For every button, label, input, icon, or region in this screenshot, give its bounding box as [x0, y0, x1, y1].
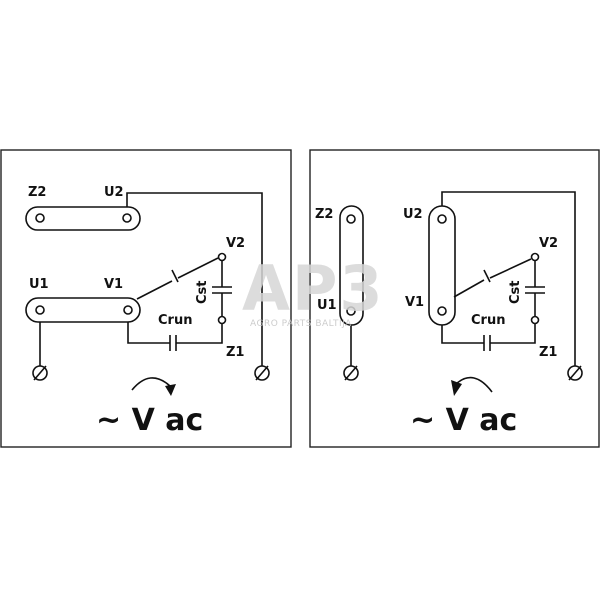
- right-wire-v1-crun: [441, 325, 484, 344]
- left-link-z2-u2: [25, 206, 141, 231]
- right-wire-crun-z1: [490, 324, 536, 344]
- right-supply-label: ~ V ac: [410, 403, 517, 438]
- left-ground-icon-2: [254, 365, 270, 381]
- right-label-v1: V1: [405, 295, 424, 310]
- right-switch-blade: [453, 279, 485, 298]
- left-ground-icon-1-slash: [33, 365, 47, 381]
- left-switch-contact: [171, 269, 179, 283]
- left-terminal-z1: [217, 315, 227, 325]
- right-label-z2: Z2: [315, 207, 333, 222]
- left-ground-icon-1: [32, 365, 48, 381]
- left-label-v2: V2: [226, 236, 245, 251]
- right-ground-icon-1: [343, 365, 359, 381]
- right-ground-icon-1-slash: [344, 365, 358, 381]
- left-label-v1: V1: [104, 277, 123, 292]
- left-label-z1: Z1: [226, 345, 244, 360]
- left-label-u1: U1: [29, 277, 49, 292]
- right-label-z1: Z1: [539, 345, 557, 360]
- right-terminal-z2: [346, 214, 356, 224]
- left-rotation-arrow-icon: [131, 377, 171, 391]
- left-label-z2: Z2: [28, 185, 46, 200]
- left-label-cst: Cst: [195, 281, 210, 305]
- left-terminal-v2: [217, 252, 227, 262]
- left-link-u1-v1: [25, 297, 141, 323]
- right-rotation-arrowhead-icon: [451, 380, 462, 396]
- left-terminal-z2: [35, 213, 45, 223]
- right-wire-u2-ground: [441, 191, 576, 366]
- left-terminal-u2: [122, 213, 132, 223]
- left-wire-switch-v2: [177, 257, 219, 279]
- left-supply-label: ~ V ac: [96, 403, 203, 438]
- right-terminal-z1: [530, 315, 540, 325]
- right-terminal-u2: [437, 214, 447, 224]
- left-rotation-arrowhead-icon: [165, 384, 176, 396]
- right-label-v2: V2: [539, 236, 558, 251]
- right-ground-icon-2: [567, 365, 583, 381]
- left-label-u2: U2: [104, 185, 124, 200]
- left-terminal-u1: [35, 305, 45, 315]
- right-terminal-u1: [346, 306, 356, 316]
- left-wire-u2-ground: [126, 192, 263, 366]
- right-wire-switch-v2: [489, 258, 532, 279]
- watermark: AP3 AGRO PARTS BALTIJA: [242, 252, 385, 329]
- left-wire-crun-z1: [176, 324, 223, 344]
- right-label-cst: Cst: [508, 281, 523, 305]
- right-switch-contact: [483, 269, 491, 283]
- right-ground-icon-2-slash: [568, 365, 582, 381]
- left-terminal-v1: [123, 305, 133, 315]
- right-terminal-v2: [530, 252, 540, 262]
- left-wire-v1-crun: [127, 322, 170, 344]
- right-label-crun: Crun: [471, 313, 505, 328]
- right-terminal-v1: [437, 306, 447, 316]
- left-switch-blade: [136, 280, 173, 300]
- watermark-logo: AP3: [242, 252, 385, 325]
- right-label-u1: U1: [317, 298, 337, 313]
- left-ground-icon-2-slash: [255, 365, 269, 381]
- watermark-text: AGRO PARTS BALTIJA: [250, 319, 352, 329]
- right-label-u2: U2: [403, 207, 423, 222]
- left-label-crun: Crun: [158, 313, 192, 328]
- right-rotation-arrow-icon: [455, 376, 493, 393]
